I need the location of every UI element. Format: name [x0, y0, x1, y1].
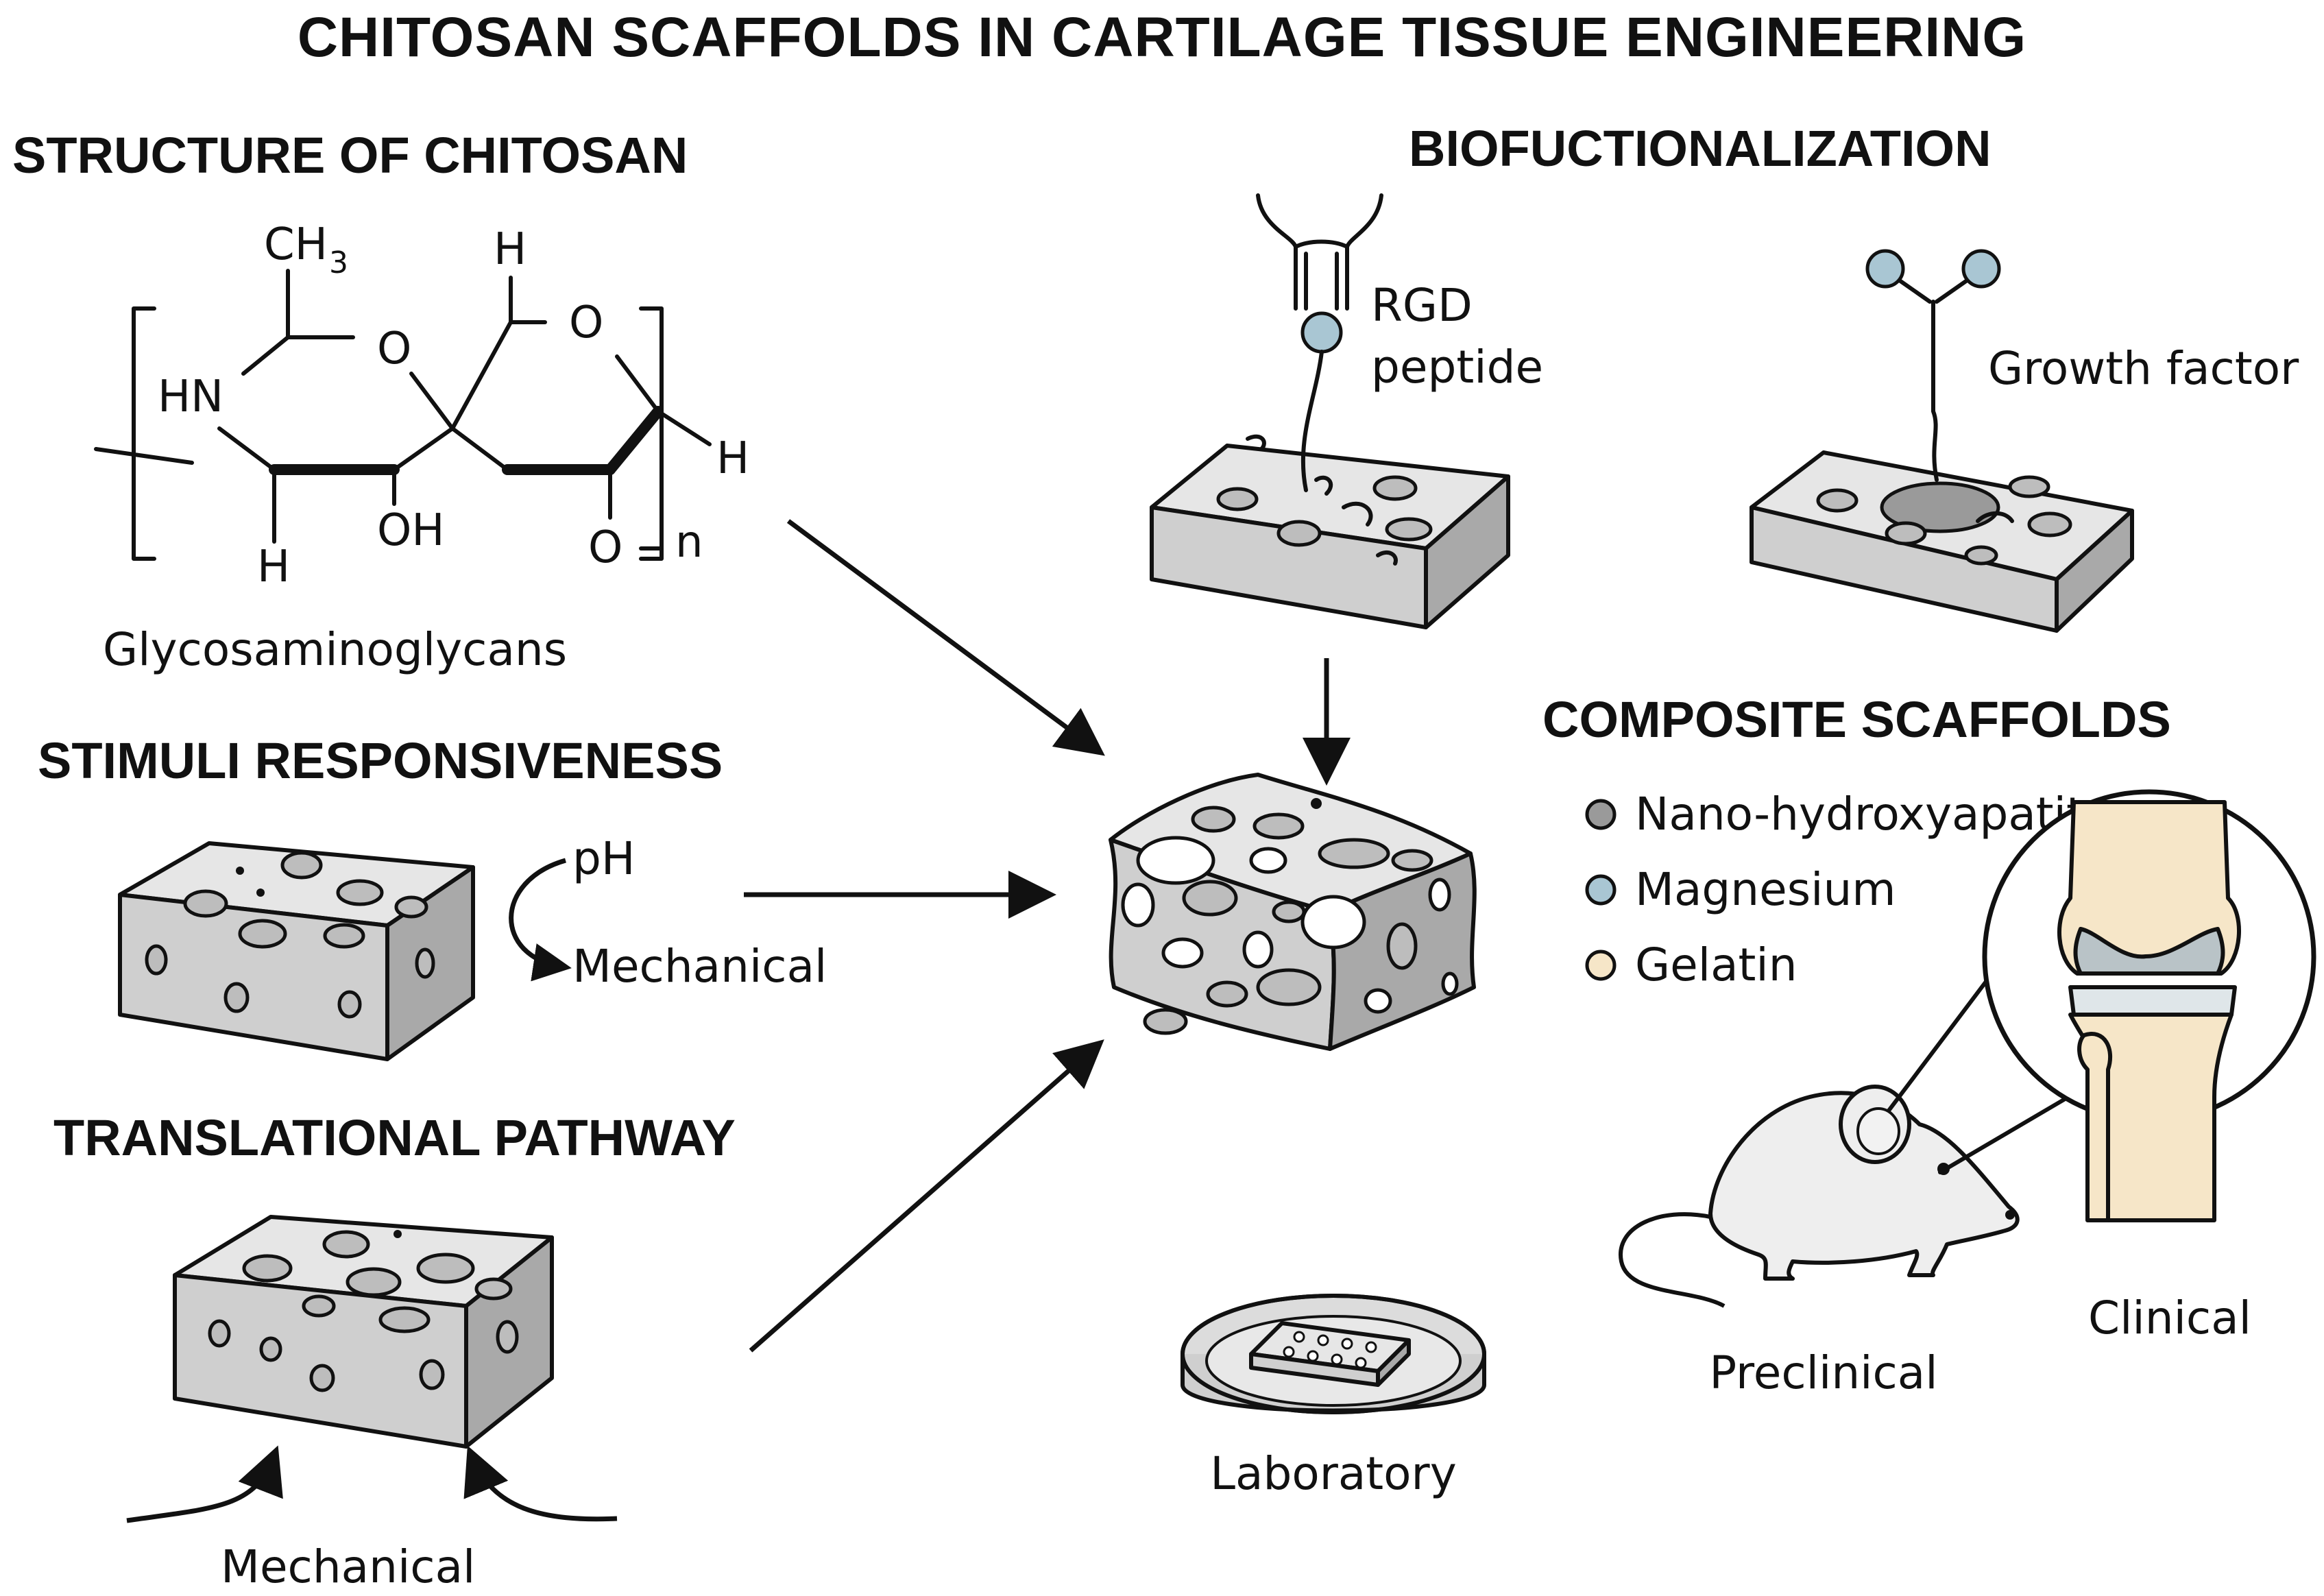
structure-section: STRUCTURE OF CHITOSAN: [12, 127, 749, 676]
atom-o-ring2: O: [569, 298, 603, 348]
figure-title: CHITOSAN SCAFFOLDS IN CARTILAGE TISSUE E…: [298, 6, 2026, 69]
stimuli-mechanical-label: Mechanical: [572, 940, 827, 993]
clinical-label: Clinical: [2088, 1292, 2251, 1344]
composite-heading: COMPOSITE SCAFFOLDS: [1542, 691, 2171, 748]
atom-hn: HN: [158, 372, 223, 422]
rgd-label-line2: peptide: [1371, 341, 1543, 394]
atom-ch3-subscript: 3: [329, 245, 348, 280]
mechanical-force-left-arrow: [126, 1445, 283, 1523]
stimuli-ph-label: pH: [572, 832, 636, 885]
atom-ch3: CH: [264, 219, 328, 270]
legend-label-magnesium: Magnesium: [1635, 863, 1896, 916]
atom-oh: OH: [377, 505, 445, 556]
composite-legend: Nano-hydroxyapatite Magnesium Gelatin: [1585, 788, 2111, 991]
biofunctionalization-section: BIOFUCTIONALIZATION RGD peptide: [1150, 120, 2299, 633]
arrow-translational-to-center: [749, 1039, 1104, 1353]
scaffold-block-icon: [118, 841, 475, 1061]
translational-section: TRANSLATIONAL PATHWAY Mechanical: [53, 1109, 736, 1593]
atom-h-right: H: [716, 433, 749, 484]
legend-label-gelatin: Gelatin: [1635, 939, 1798, 991]
rgd-label-line1: RGD: [1371, 279, 1473, 332]
composite-section: COMPOSITE SCAFFOLDS Nano-hydroxyapatite …: [1542, 691, 2171, 991]
arrow-structure-to-center: [786, 519, 1105, 756]
mechanical-force-right-arrow: [463, 1445, 618, 1522]
biofunctionalization-heading: BIOFUCTIONALIZATION: [1409, 120, 1992, 177]
petri-dish-icon: [1181, 1294, 1486, 1414]
preclinical-label: Preclinical: [1709, 1346, 1937, 1399]
atom-n-repeat: n: [675, 517, 703, 568]
growth-factor-icon: [1865, 249, 2001, 482]
translational-heading: TRANSLATIONAL PATHWAY: [53, 1109, 736, 1166]
growth-factor-label: Growth factor: [1988, 342, 2299, 395]
central-scaffold-icon: [1109, 773, 1477, 1051]
chitosan-structure-icon: CH 3 HN O H O H H OH O n: [94, 219, 749, 592]
scaffold-block-icon: [173, 1215, 554, 1449]
structure-heading: STRUCTURE OF CHITOSAN: [12, 127, 688, 184]
atom-h-top: H: [494, 224, 526, 275]
mouse-icon: [1618, 1085, 2020, 1308]
laboratory-label: Laboratory: [1210, 1447, 1457, 1500]
cycle-arrow-icon: [509, 858, 572, 982]
knee-joint-icon: [1887, 789, 2316, 1222]
growth-factor-scaffold-icon: [1750, 450, 2134, 633]
translational-mechanical-label: Mechanical: [221, 1540, 475, 1593]
stimuli-heading: STIMULI RESPONSIVENESS: [38, 732, 723, 789]
legend-swatch-magnesium: [1585, 874, 1617, 906]
atom-h-bottom: H: [257, 542, 290, 592]
legend-swatch-gelatin: [1585, 950, 1617, 981]
legend-label-nano-hydroxyapatite: Nano-hydroxyapatite: [1635, 788, 2111, 841]
atom-o-ring1: O: [377, 324, 411, 374]
atom-o-bottom: O: [588, 522, 622, 573]
structure-caption: Glycosaminoglycans: [103, 623, 567, 676]
rgd-peptide-icon: [1256, 193, 1383, 492]
rgd-scaffold-icon: [1150, 434, 1510, 629]
stimuli-section: STIMULI RESPONSIVENESS pH Mechanical: [38, 732, 827, 1061]
legend-swatch-nano-hydroxyapatite: [1585, 799, 1617, 830]
